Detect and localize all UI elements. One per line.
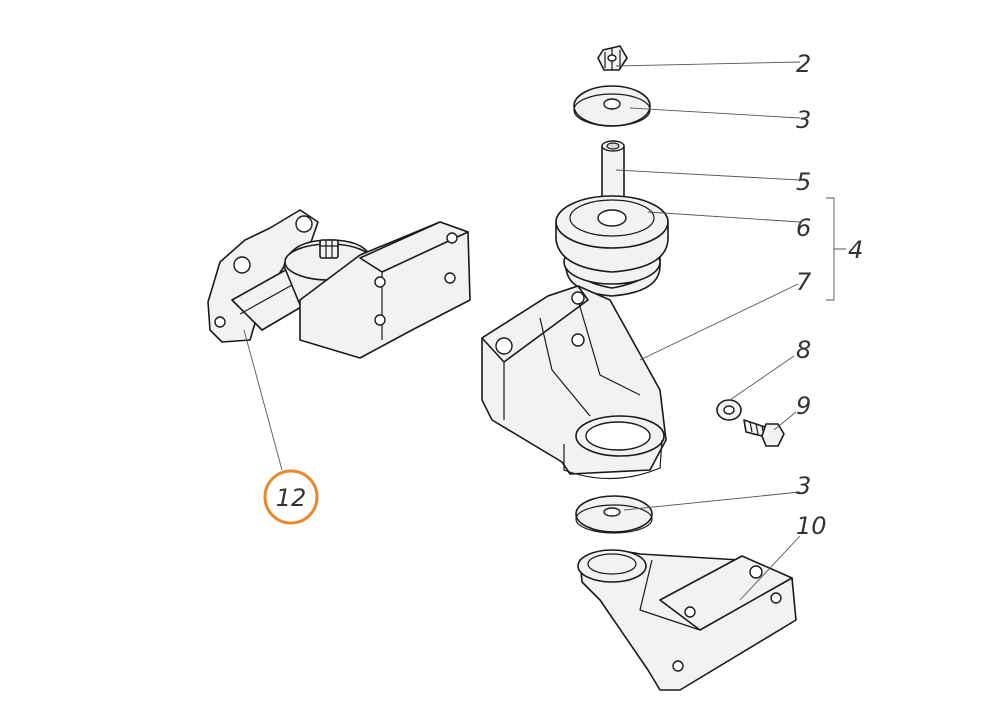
callout-12: 12 xyxy=(276,484,307,512)
part-3-washer-top xyxy=(573,85,651,127)
part-10-lower-bracket xyxy=(577,549,797,691)
callout-10: 10 xyxy=(796,512,827,540)
callout-6: 6 xyxy=(796,214,811,242)
callout-7: 7 xyxy=(796,268,812,296)
leader-lines xyxy=(243,61,801,601)
part-7-bracket xyxy=(481,285,667,480)
part-8-spring-washer xyxy=(716,399,742,421)
callout-3-top: 3 xyxy=(796,106,811,134)
callout-4: 4 xyxy=(848,236,863,264)
part-6-rubber-cushion xyxy=(555,195,669,297)
callout-2: 2 xyxy=(796,50,811,78)
part-2-castle-nut xyxy=(597,45,628,71)
part-5-sleeve xyxy=(601,140,625,204)
callout-5: 5 xyxy=(796,168,811,196)
callout-9: 9 xyxy=(796,392,811,420)
callout-12-highlight-ring[interactable] xyxy=(263,469,319,525)
part-3-washer-bottom xyxy=(575,495,653,534)
part-9-bolt xyxy=(743,419,785,447)
assembly-4-bracket-brace xyxy=(826,197,846,301)
callout-8: 8 xyxy=(796,336,811,364)
assembly-12-drawing xyxy=(207,209,471,359)
callout-3-bottom: 3 xyxy=(796,472,811,500)
